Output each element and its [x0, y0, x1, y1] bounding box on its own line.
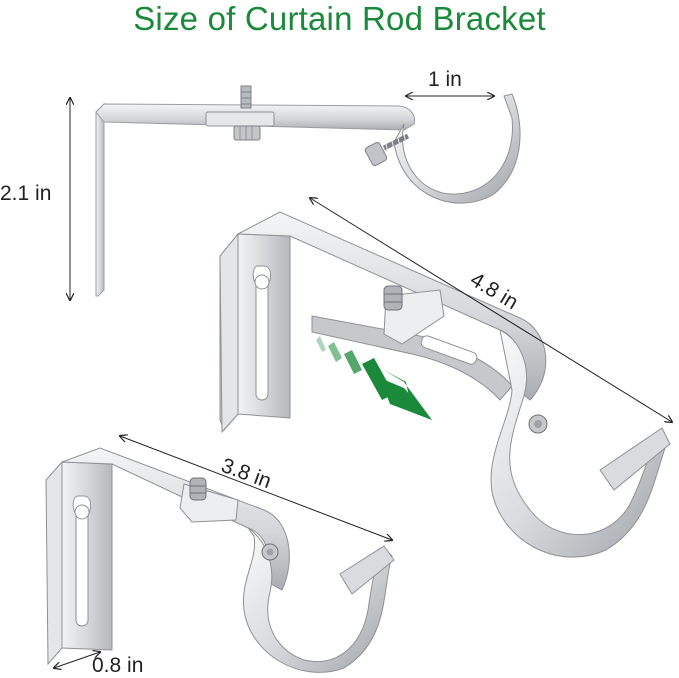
- label-height: 2.1 in: [0, 182, 52, 205]
- page-title: Size of Curtain Rod Bracket: [133, 0, 546, 37]
- dim-line-base-width: [54, 652, 100, 668]
- dim-line-min-extension: [120, 436, 392, 540]
- dim-line-max-extension: [310, 198, 672, 422]
- label-base-width: 0.8 in: [92, 654, 144, 677]
- collapsed-bracket: [45, 447, 395, 673]
- side-view-bracket: [95, 85, 521, 297]
- extended-bracket: [219, 211, 671, 558]
- label-hook-width: 1 in: [428, 68, 462, 91]
